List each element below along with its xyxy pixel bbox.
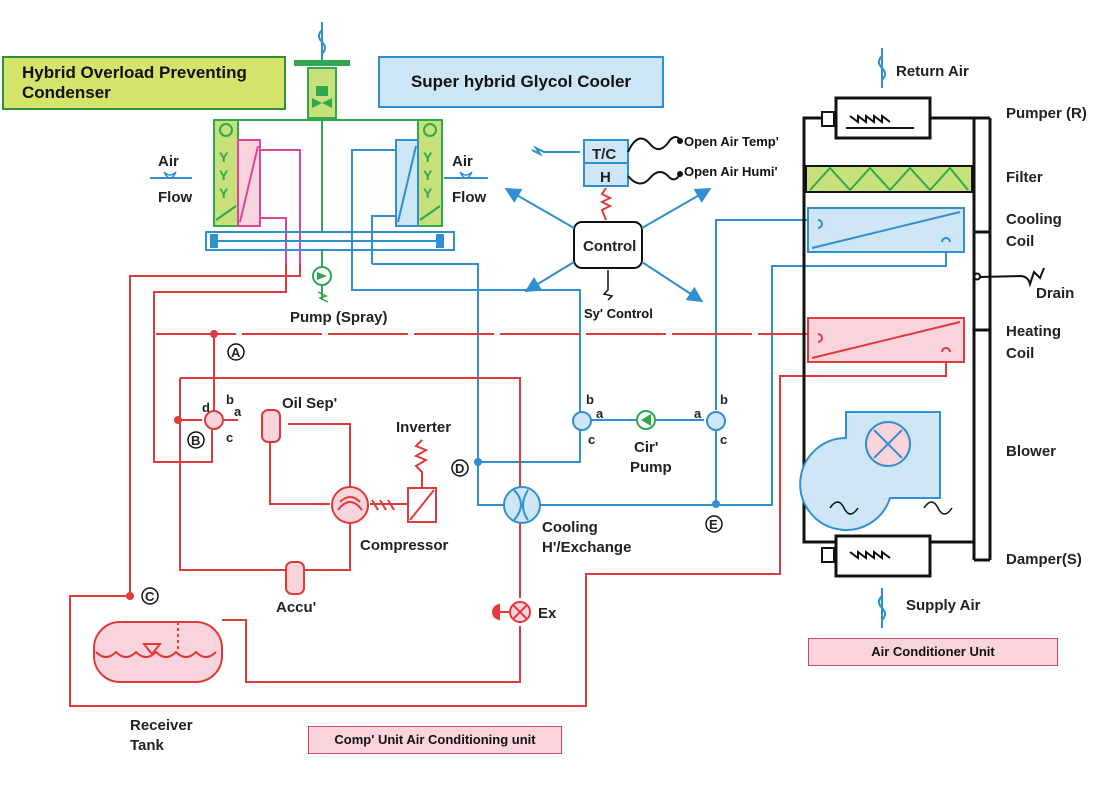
marker-b	[187, 431, 205, 449]
svg-text:Y: Y	[219, 167, 229, 183]
flow-right-label: Flow	[452, 189, 486, 206]
marker-b-label: B	[191, 433, 200, 448]
receiver-label-2: Tank	[130, 737, 165, 754]
air-right-label: Air	[452, 153, 473, 170]
marker-a-label: A	[231, 345, 241, 360]
marker-c	[141, 587, 159, 605]
valve-mid-c: c	[588, 432, 595, 447]
compressor-icon	[331, 486, 369, 524]
control-box	[573, 221, 643, 269]
tc-label: T/C	[592, 146, 616, 163]
valve-right-b: b	[720, 392, 728, 407]
blower-label: Blower	[1006, 443, 1056, 460]
heating-coil-label-1: Heating	[1006, 323, 1061, 340]
damper-s-label: Damper(S)	[1006, 551, 1082, 568]
supply-damper-icon	[834, 534, 932, 578]
cooling-coil-label-1: Cooling	[1006, 211, 1062, 228]
cooling-hx-label-1: Cooling	[542, 519, 598, 536]
pump-spray-label: Pump (Spray)	[290, 309, 388, 326]
glycol-cooler-title: Super hybrid Glycol Cooler	[378, 56, 664, 108]
air-left-label: Air	[158, 153, 179, 170]
condenser-assembly: Y Y Y Y Y Y	[205, 22, 455, 303]
cooling-coil-label-2: Coil	[1006, 233, 1034, 250]
sy-control-label: Sy' Control	[584, 306, 653, 321]
oil-sep-icon	[261, 409, 281, 443]
return-air-icon	[878, 48, 886, 88]
valve-left-a: a	[234, 404, 242, 419]
receiver-label-1: Receiver	[130, 717, 193, 734]
air-flow-right: Air Flow	[444, 153, 488, 206]
inverter-label: Inverter	[396, 419, 451, 436]
cir-pump-label-1: Cir'	[634, 439, 658, 456]
valve-right-a: a	[694, 406, 702, 421]
filter-label: Filter	[1006, 169, 1043, 186]
svg-text:Y: Y	[423, 167, 433, 183]
blower-icon	[799, 411, 953, 531]
marker-e	[705, 515, 723, 533]
condenser-title: Hybrid Overload Preventing Condenser	[2, 56, 286, 110]
oil-sep-label: Oil Sep'	[282, 395, 337, 412]
control-assembly: T/C H Open Air Temp' Open Air Humi' Cont…	[504, 134, 779, 321]
compressor-label: Compressor	[360, 537, 449, 554]
valve-left-d: d	[202, 400, 210, 415]
ex-label: Ex	[538, 605, 557, 622]
valve-left-c: c	[226, 430, 233, 445]
heating-coil-label-2: Coil	[1006, 345, 1034, 362]
ac-unit-title: Air Conditioner Unit	[808, 638, 1058, 666]
accu-label: Accu'	[276, 599, 316, 616]
marker-e-label: E	[709, 517, 718, 532]
h-label: H	[600, 169, 611, 186]
svg-text:Y: Y	[219, 185, 229, 201]
valve-mid-a: a	[596, 406, 604, 421]
drain-icon	[973, 267, 1045, 288]
spray-valve-icon	[312, 98, 332, 108]
open-air-temp-label: Open Air Temp'	[684, 134, 779, 149]
comp-unit-title: Comp' Unit Air Conditioning unit	[308, 726, 562, 754]
cooling-hx-label-2: H'/Exchange	[542, 539, 631, 556]
supply-air-label: Supply Air	[906, 597, 981, 614]
marker-a	[227, 343, 245, 361]
marker-c-label: C	[145, 589, 155, 604]
valve-left-icon	[204, 410, 224, 430]
pumper-r-label: Pumper (R)	[1006, 105, 1087, 122]
accu-icon	[285, 561, 305, 595]
svg-text:Y: Y	[219, 149, 229, 165]
marker-d-label: D	[455, 461, 464, 476]
ac-unit	[799, 96, 1045, 578]
valve-mid-icon	[572, 411, 592, 431]
control-label: Control	[583, 238, 636, 255]
cir-pump-label-2: Pump	[630, 459, 672, 476]
spray-basin	[205, 231, 455, 251]
receiver-tank-icon	[93, 621, 223, 683]
top-fan-icon	[318, 22, 326, 62]
air-flow-left: Air Flow	[150, 153, 192, 206]
marker-d	[451, 459, 469, 477]
supply-air-icon	[878, 588, 886, 628]
flow-left-label: Flow	[158, 189, 192, 206]
svg-text:Y: Y	[423, 149, 433, 165]
valve-mid-b: b	[586, 392, 594, 407]
valve-left-b: b	[226, 392, 234, 407]
valve-right-c: c	[720, 432, 727, 447]
svg-text:Y: Y	[423, 185, 433, 201]
return-air-label: Return Air	[896, 63, 969, 80]
glycol-piping	[351, 219, 947, 506]
open-air-humi-label: Open Air Humi'	[684, 164, 778, 179]
drain-label: Drain	[1036, 285, 1074, 302]
valve-right-icon	[706, 411, 726, 431]
refrigerant-piping	[69, 264, 947, 707]
